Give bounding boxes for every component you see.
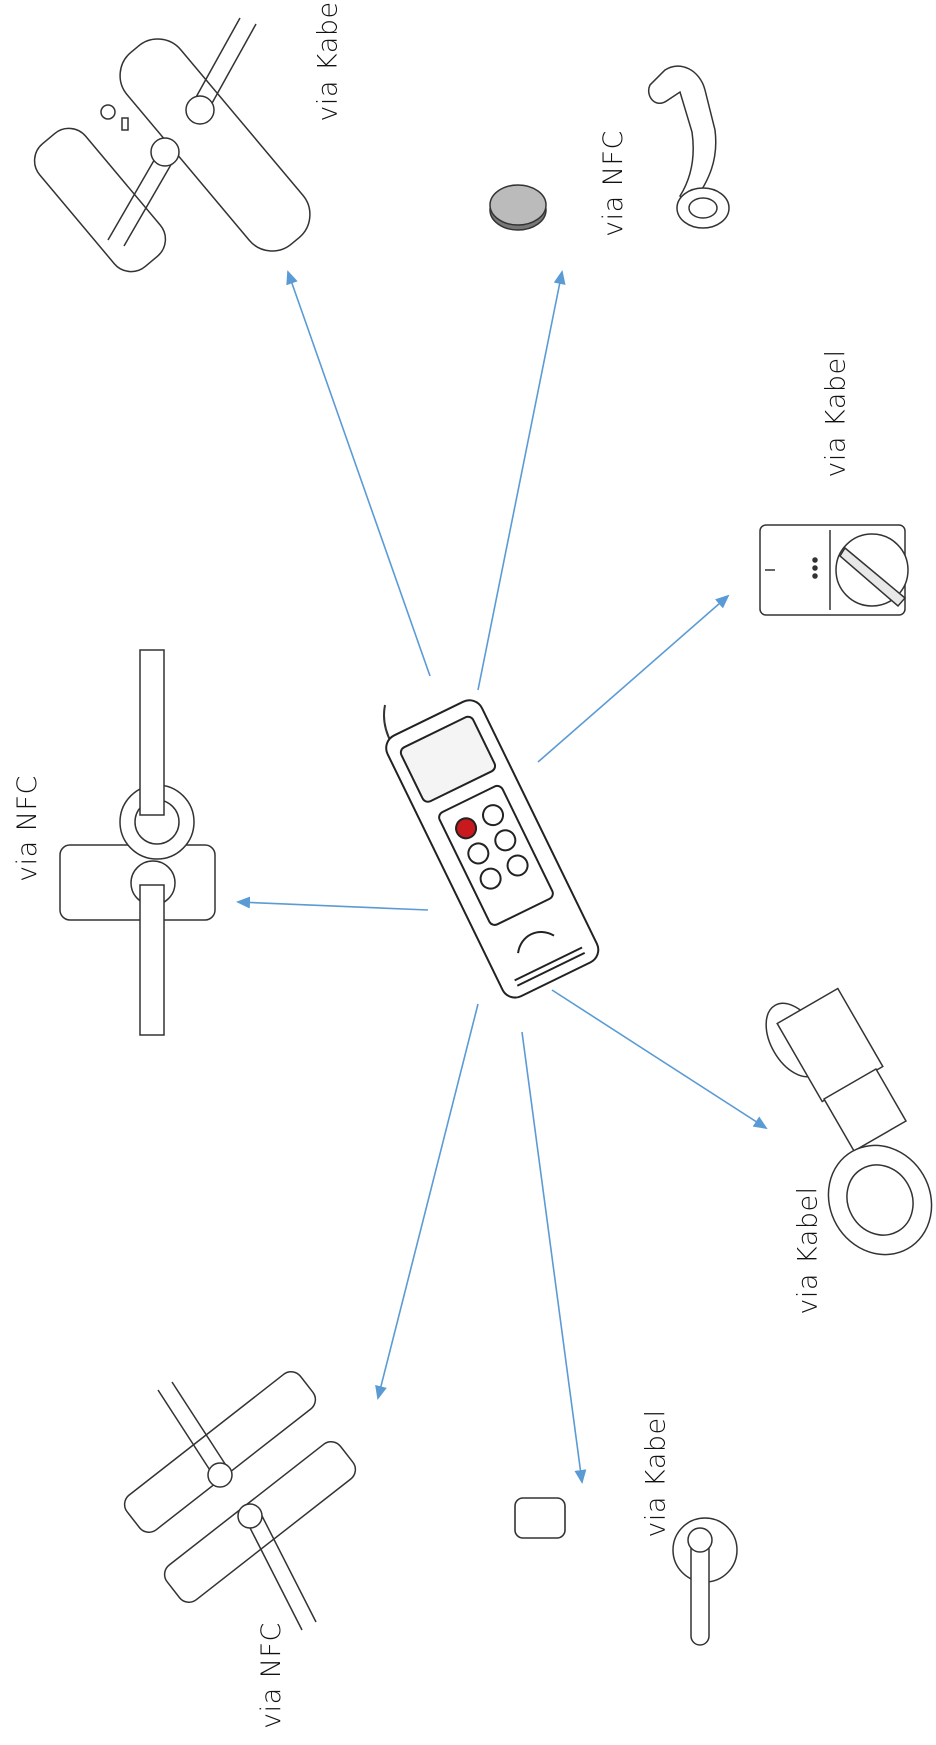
cylinder-lock-icon — [765, 987, 933, 1256]
arrow-to-left — [236, 896, 429, 911]
label-bottom-left: via NFC — [255, 1622, 287, 1729]
nfc-tag-icon — [489, 184, 547, 231]
double-escutcheon-handle-icon — [123, 1371, 357, 1631]
escutcheon-handle-icon — [33, 17, 311, 273]
arrow-to-bottom-center — [521, 1031, 587, 1484]
arrow-to-top-left — [286, 270, 431, 677]
arrows — [236, 270, 768, 1484]
label-right: via Kabel — [820, 349, 852, 478]
arrow-to-bottom-right — [551, 989, 768, 1130]
label-bottom-center: via Kabel — [640, 1409, 672, 1538]
label-top-left: via Kabel — [312, 0, 344, 122]
label-left: via NFC — [11, 775, 43, 882]
arrow-to-bottom-left — [375, 1003, 479, 1400]
arrow-to-right — [537, 594, 730, 763]
door-knob-icon — [648, 65, 730, 229]
thumbturn-lock-icon — [759, 524, 909, 616]
label-bottom-right: via Kabel — [792, 1186, 824, 1315]
handheld-programmer-icon — [383, 699, 600, 999]
label-top-right: via NFC — [597, 130, 629, 237]
nfc-card-icon — [514, 1497, 566, 1539]
round-rose-handle-icon — [672, 1517, 738, 1646]
lever-handle-icon — [59, 649, 216, 1036]
arrow-to-top-right — [477, 270, 566, 691]
